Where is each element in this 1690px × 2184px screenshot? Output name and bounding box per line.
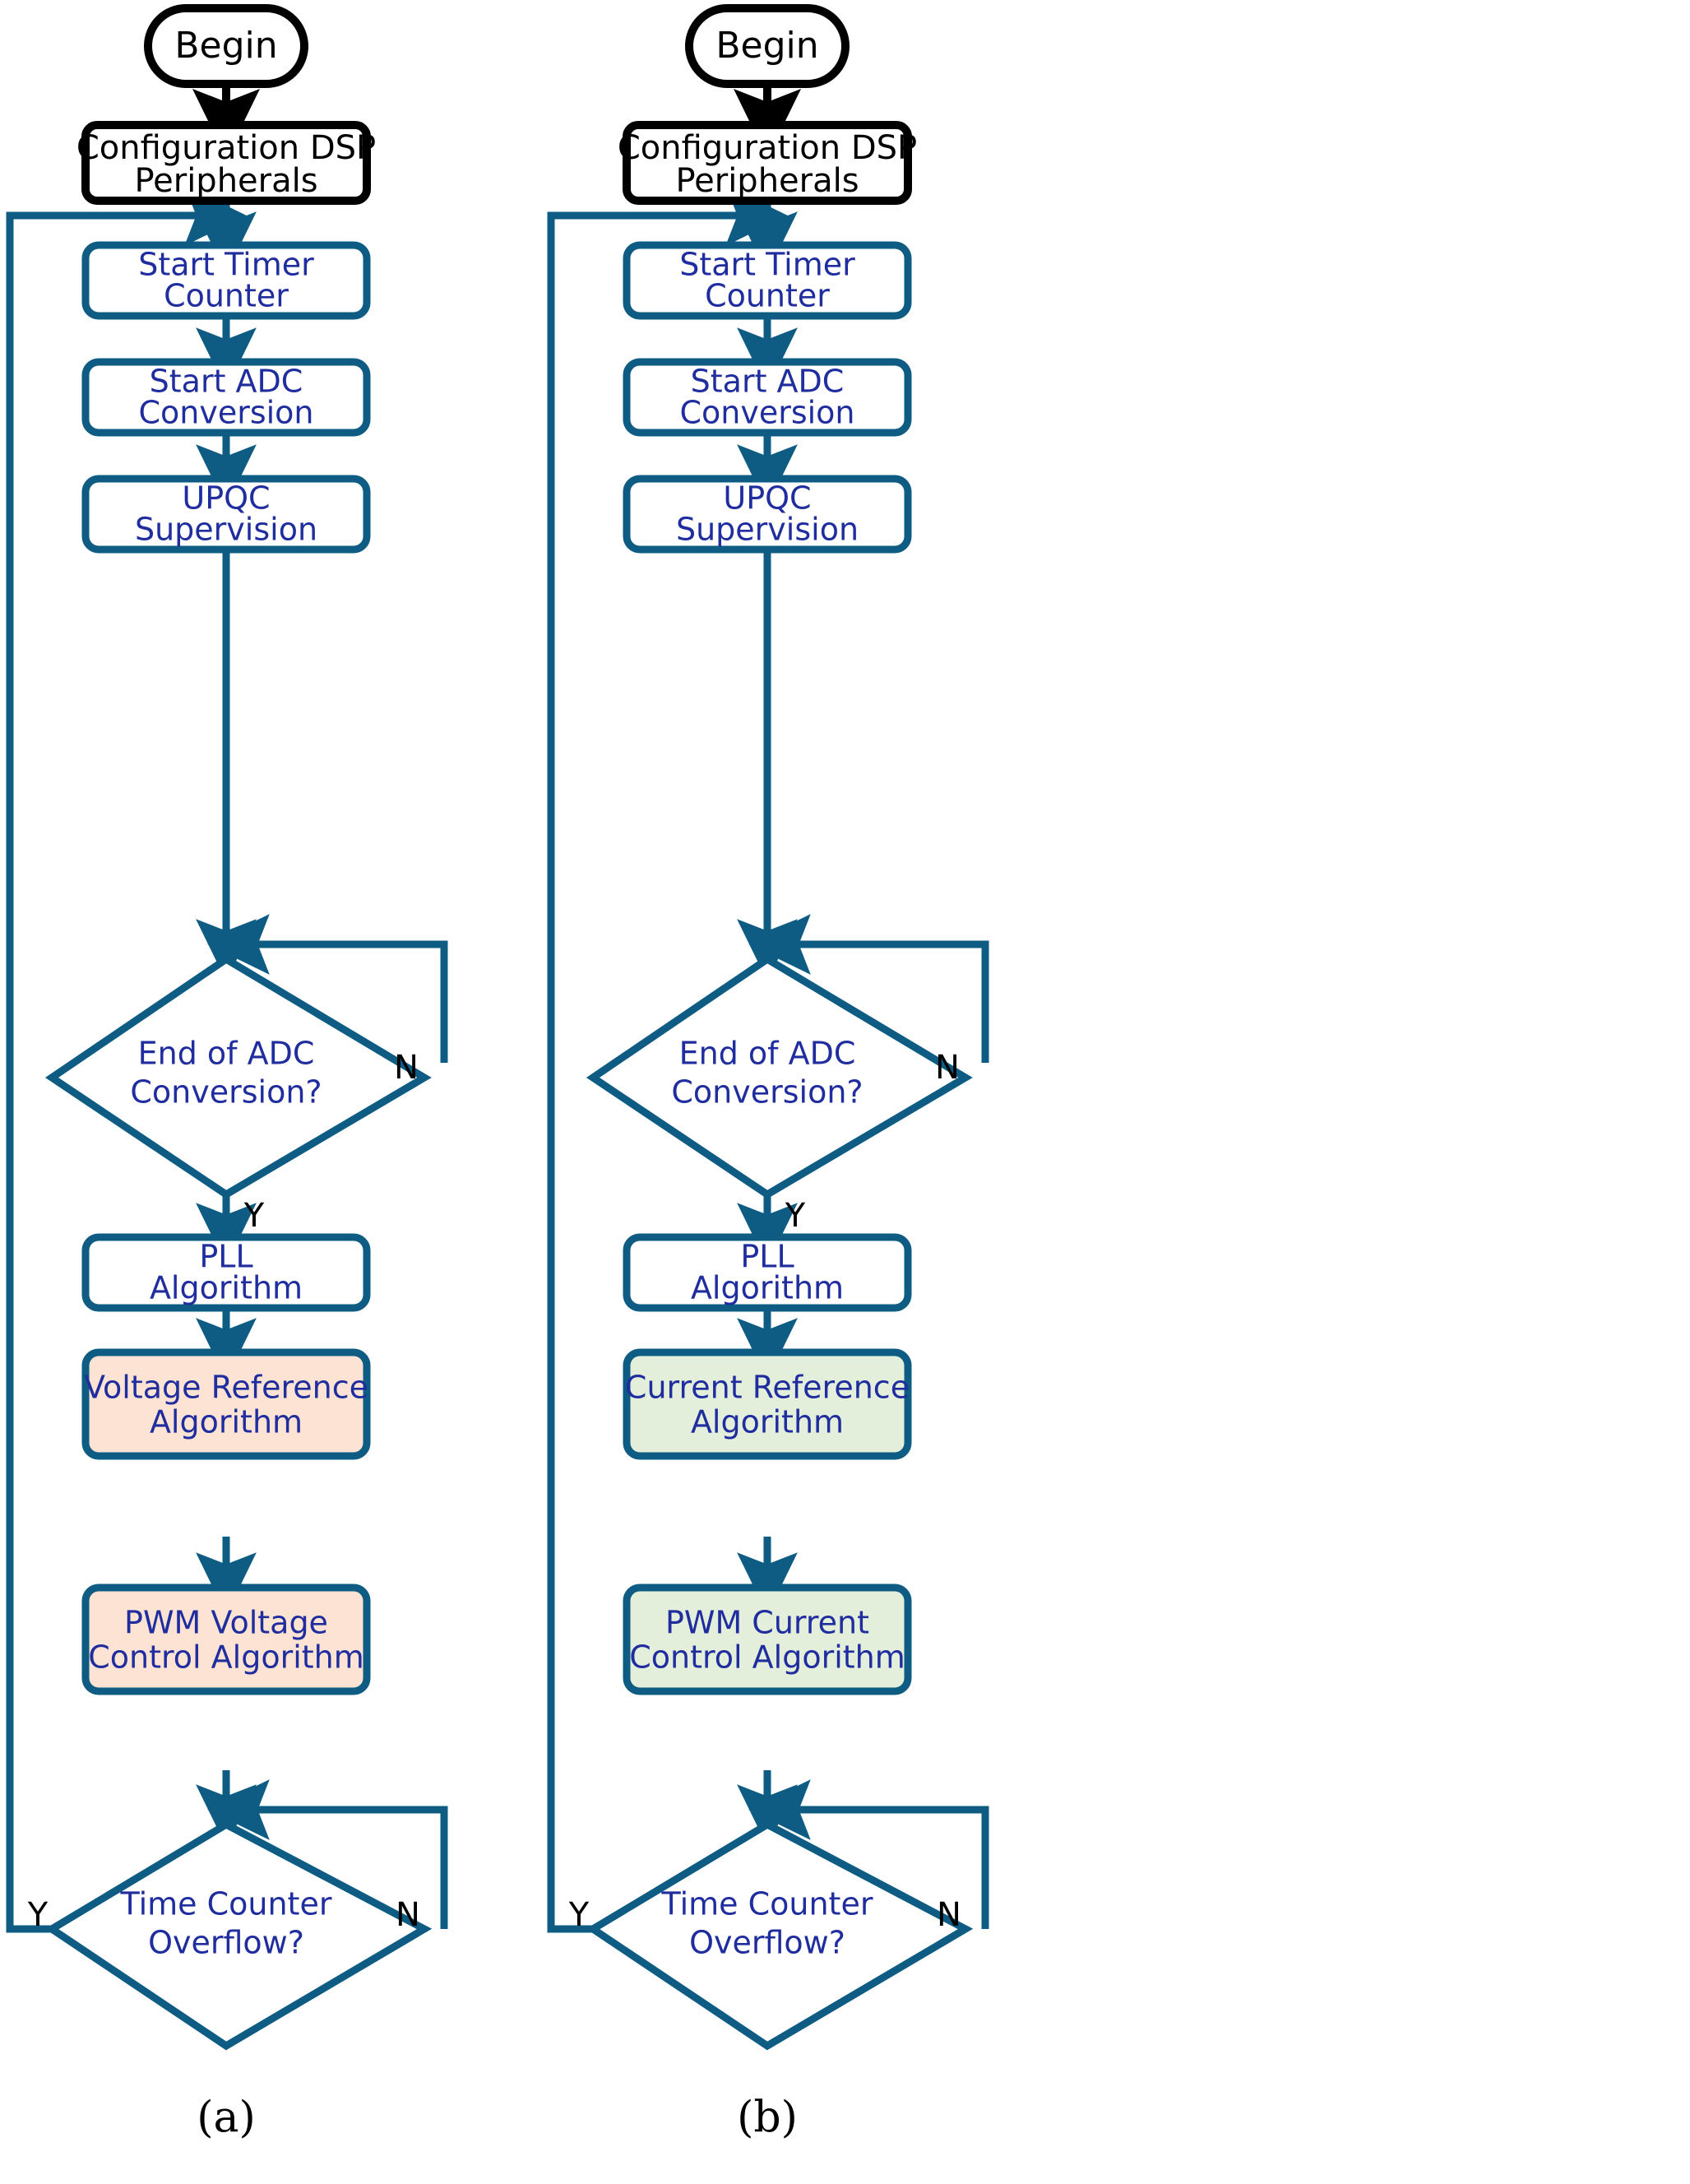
node-a-adc-label-line1: Start ADC [150,364,303,400]
node-b-timer-label-line1: Start Timer [679,247,855,283]
node-b-overflow-label-line2: Overflow? [689,1925,845,1961]
node-a-pll-label-line1: PLL [199,1239,252,1275]
node-b-time-counter-overflow-decision [586,1820,974,2051]
node-a-start-adc-conversion [81,358,371,437]
node-a-overflow-label-line2: Overflow? [148,1925,304,1961]
node-a-pwm-voltage-control-algorithm [81,1584,371,1695]
node-b-adc-label-line2: Conversion [679,395,854,431]
edge-overflow-yes-loop [6,185,247,1933]
node-a-pll-algorithm [81,1233,371,1312]
node-a-pwm-label-line2: Control Algorithm [88,1639,364,1676]
node-a-upqc-supervision [81,475,371,554]
node-a-pwm-label-line1: PWM Voltage [124,1605,328,1641]
node-b-upqc-label-line1: UPQC [723,480,811,517]
node-a-pll-label-line2: Algorithm [150,1270,303,1306]
node-b-start-adc-conversion [623,358,912,437]
node-b-begin-label: Begin [715,25,818,67]
node-b-pll-algorithm [623,1233,912,1312]
node-a-begin-label: Begin [174,25,277,67]
node-b-adc-label-line1: Start ADC [691,364,845,400]
node-b-config [623,121,912,205]
node-a-adcdone-label-line1: End of ADC [138,1036,315,1072]
edge-label-b-overflow-no: N [937,1896,961,1934]
node-a-voltage-reference-algorithm [81,1348,371,1460]
node-b-end-of-adc-decision [586,954,973,1199]
node-a-adcdone-label-line2: Conversion? [130,1074,322,1111]
node-b-config-label-line2: Peripherals [675,162,859,200]
node-b-ref-label-line1: Current Reference [625,1370,910,1406]
node-b-pll-label-line2: Algorithm [691,1270,844,1306]
node-b-current-reference-algorithm [623,1348,912,1460]
node-b-pwm-label-line1: PWM Current [665,1605,869,1641]
edge-label-a-adcdone-no: N [394,1049,419,1087]
edge-label-a-overflow-no: N [396,1896,420,1934]
edge-b-overflow-no-loop [748,1779,989,1929]
node-b-config-label-line1: Configuration DSP [618,129,917,167]
node-a-config-label-line2: Peripherals [134,162,317,200]
panel-a-caption: (a) [197,2094,256,2143]
edge-adcdone-no-loop [207,914,448,1063]
node-a-start-timer-counter [81,241,371,320]
node-a-ref-label-line2: Algorithm [150,1404,303,1440]
node-a-begin [144,4,308,88]
panel-b-caption: (b) [737,2094,798,2143]
node-b-pwm-current-control-algorithm [623,1584,912,1695]
node-b-begin [685,4,850,88]
edge-label-a-overflow-yes: Y [27,1896,49,1934]
node-a-config-label-line1: Configuration DSP [76,129,376,167]
edge-overflow-no-loop [207,1779,448,1929]
edge-label-a-adcdone-yes: Y [243,1197,265,1235]
node-a-timer-label-line2: Counter [164,278,289,314]
node-a-ref-label-line1: Voltage Reference [84,1370,368,1406]
node-a-overflow-label-line1: Time Counter [120,1886,332,1922]
node-a-timer-label-line1: Start Timer [138,247,314,283]
node-b-upqc-supervision [623,475,912,554]
edge-b-overflow-yes-loop [547,185,788,1933]
edge-label-b-adcdone-no: N [935,1049,960,1087]
node-b-upqc-label-line2: Supervision [676,512,859,548]
node-b-adcdone-label-line1: End of ADC [679,1036,856,1072]
node-b-timer-label-line2: Counter [705,278,830,314]
node-b-adcdone-label-line2: Conversion? [671,1074,863,1111]
node-a-upqc-label-line2: Supervision [135,512,317,548]
node-b-overflow-label-line1: Time Counter [661,1886,873,1922]
panel-b: Begin Configuration DSP Peripherals Star… [547,4,989,2143]
node-b-pwm-label-line2: Control Algorithm [629,1639,905,1676]
node-a-time-counter-overflow-decision [44,1820,433,2051]
edge-label-b-adcdone-yes: Y [785,1197,806,1235]
node-b-start-timer-counter [623,241,912,320]
node-b-ref-label-line2: Algorithm [691,1404,844,1440]
node-a-adc-label-line2: Conversion [138,395,313,431]
edge-label-b-overflow-yes: Y [568,1896,590,1934]
panel-a: Begin Configuration DSP Peripherals Star… [6,4,448,2143]
node-a-end-of-adc-decision [44,954,432,1199]
edge-b-adcdone-no-loop [748,914,989,1063]
node-b-pll-label-line1: PLL [740,1239,794,1275]
node-a-upqc-label-line1: UPQC [182,480,270,517]
node-a-config [81,121,371,205]
